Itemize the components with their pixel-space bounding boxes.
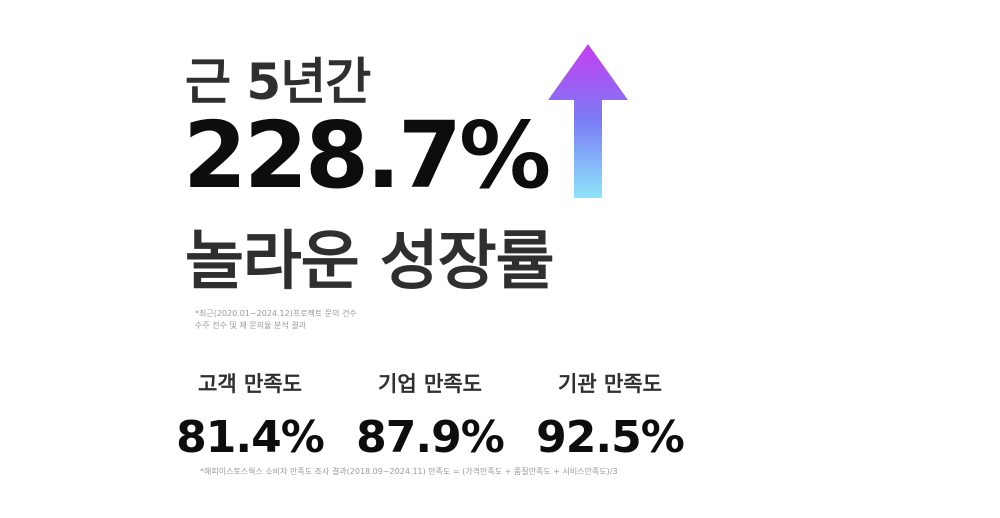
- stat-value: 87.9%: [356, 412, 505, 463]
- stat-label: 기관 만족도: [558, 372, 662, 396]
- stat-label: 기업 만족도: [378, 372, 482, 396]
- stat-value: 81.4%: [176, 412, 325, 463]
- stat-customer-satisfaction: 고객 만족도 81.4%: [160, 368, 340, 463]
- headline-growth-rate: 228.7%: [183, 102, 551, 209]
- satisfaction-footnote: *해피이스토스웍스 소비자 만족도 조사 결과(2018.09~2024.11)…: [200, 467, 618, 476]
- headline-period: 근 5년간: [185, 53, 371, 111]
- stat-institution-satisfaction: 기관 만족도 92.5%: [520, 368, 700, 463]
- stat-value: 92.5%: [536, 412, 685, 463]
- growth-footnote: *최근(2020.01~2024.12)프로젝트 문의 건수 수주 전수 및 제…: [195, 308, 357, 332]
- growth-footnote-line-2: 수주 전수 및 제 문의율 분석 결과: [195, 321, 306, 330]
- headline-tagline: 놀라운 성장률: [185, 225, 555, 299]
- growth-footnote-line-1: *최근(2020.01~2024.12)프로젝트 문의 건수: [195, 309, 357, 318]
- stat-company-satisfaction: 기업 만족도 87.9%: [340, 368, 520, 463]
- up-arrow-icon: [548, 44, 628, 198]
- stat-label: 고객 만족도: [198, 372, 302, 396]
